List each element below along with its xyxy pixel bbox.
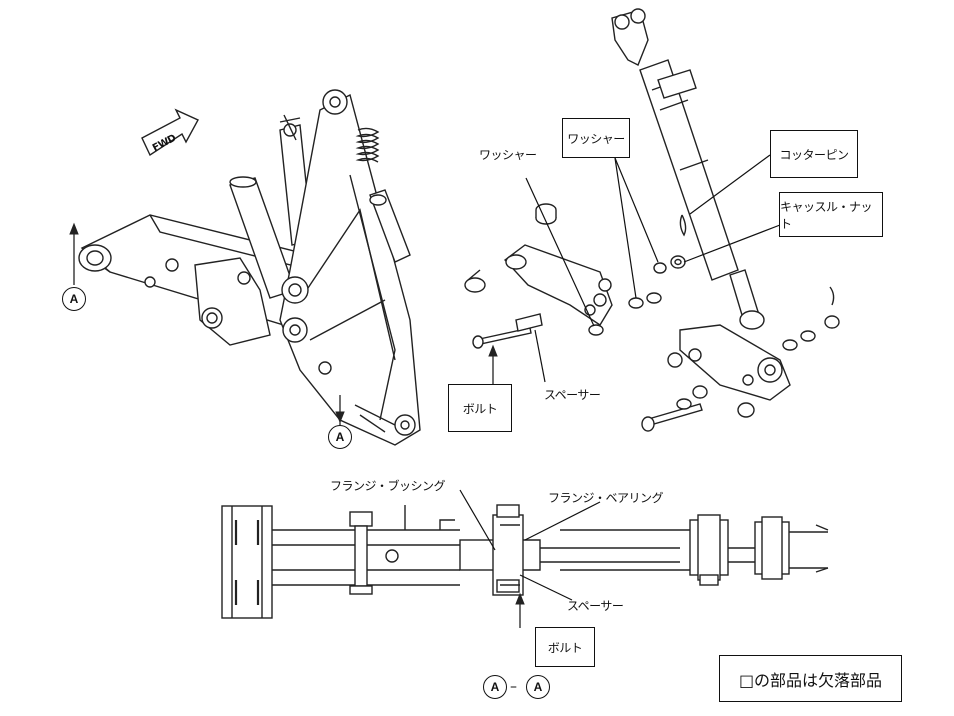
section-aa-dash: – — [510, 679, 517, 695]
washer-box-label: ワッシャー — [562, 118, 630, 158]
section-aa-view — [221, 504, 829, 619]
leader-lines — [459, 154, 781, 628]
spacer-label-1: スペーサー — [544, 388, 601, 402]
legend-box: □の部品は欠落部品 — [719, 655, 902, 702]
washer-label-1: ワッシャー — [479, 148, 537, 162]
bolt-box-label-1: ボルト — [448, 384, 512, 432]
center-exploded-parts — [464, 203, 686, 349]
spacer-label-2: スペーサー — [567, 599, 624, 613]
left-arm-assembly — [78, 89, 421, 446]
flange-bushing-label: フランジ・ブッシング — [330, 479, 446, 493]
cotter-pin-box-label: コッターピン — [770, 130, 858, 178]
bolt-box-label-2: ボルト — [535, 627, 595, 667]
section-aa-ref-left: A — [483, 675, 507, 699]
section-a-callout-left: A — [62, 287, 86, 311]
section-a-cutline — [69, 222, 345, 425]
right-actuator — [611, 8, 840, 432]
castle-nut-box-label: キャッスル・ナット — [779, 192, 883, 237]
section-a-callout-bottom: A — [328, 425, 352, 449]
flange-bearing-label: フランジ・ベアリング — [548, 491, 664, 505]
fwd-arrow — [141, 108, 199, 157]
section-aa-ref-right: A — [526, 675, 550, 699]
